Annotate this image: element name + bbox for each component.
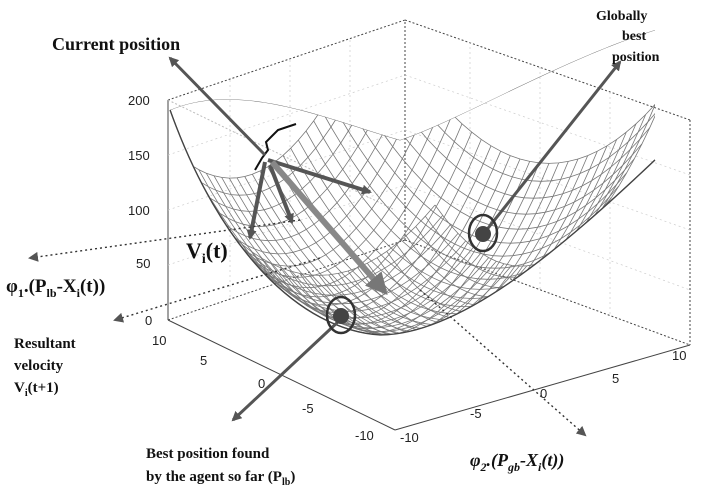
mesh-line [173,53,405,227]
z-tick: 200 [128,93,150,108]
z-tick: 0 [145,313,152,328]
label-phi1: φ1.(Plb-Xi(t)) [6,276,105,300]
y-tick: -5 [302,401,314,416]
y-tick: 0 [258,376,265,391]
label-resultant-line3: Vi(t+1) [14,380,59,399]
label-globally-best-line1: Globally [596,9,647,24]
local-best-marker [325,295,357,335]
globally-best-marker [467,213,499,253]
z-tick: 150 [128,148,150,163]
mesh-line [190,164,482,324]
arrow-resultant-velocity [269,160,388,296]
label-resultant-line2: velocity [14,358,64,374]
y-tick: -10 [355,428,374,443]
arrow-current-position [168,56,267,157]
y-axis: 10 5 0 -5 -10 [152,333,374,443]
label-current-position: Current position [52,34,180,54]
mesh-line [351,55,643,215]
x-tick: -5 [470,406,482,421]
arrow-globally-best [483,60,622,233]
label-best-found-line2: by the agent so far (Plb) [146,469,295,488]
label-phi2: φ2.(Pgb-Xi(t)) [470,450,564,474]
arrow-toward-gbest [267,158,372,195]
x-tick: 10 [672,348,686,363]
z-tick: 50 [136,256,150,271]
arrow-best-found [231,318,342,422]
bowl-outline [169,109,656,336]
arrows [168,56,622,422]
mesh-line [279,155,511,330]
y-tick: 10 [152,333,166,348]
arrow-vi [246,161,267,240]
x-tick: 0 [540,386,547,401]
z-axis: 200 150 100 50 0 [128,93,152,328]
mesh-line [183,67,415,242]
z-tick: 100 [128,203,150,218]
mesh-line [366,30,655,182]
label-vi: Vi(t) [186,238,228,267]
dotted-guides [28,219,587,437]
label-globally-best-line2: best [622,29,646,44]
label-globally-best-line3: position [612,50,660,65]
x-tick: 5 [612,371,619,386]
axes-box [167,19,691,431]
y-tick: 5 [200,353,207,368]
label-best-found-line1: Best position found [146,446,270,462]
x-axis: -10 -5 0 5 10 [400,348,686,445]
label-resultant-line1: Resultant [14,336,76,352]
mesh-line [405,123,637,298]
arrow-toward-lbest [268,164,294,224]
x-tick: -10 [400,430,419,445]
